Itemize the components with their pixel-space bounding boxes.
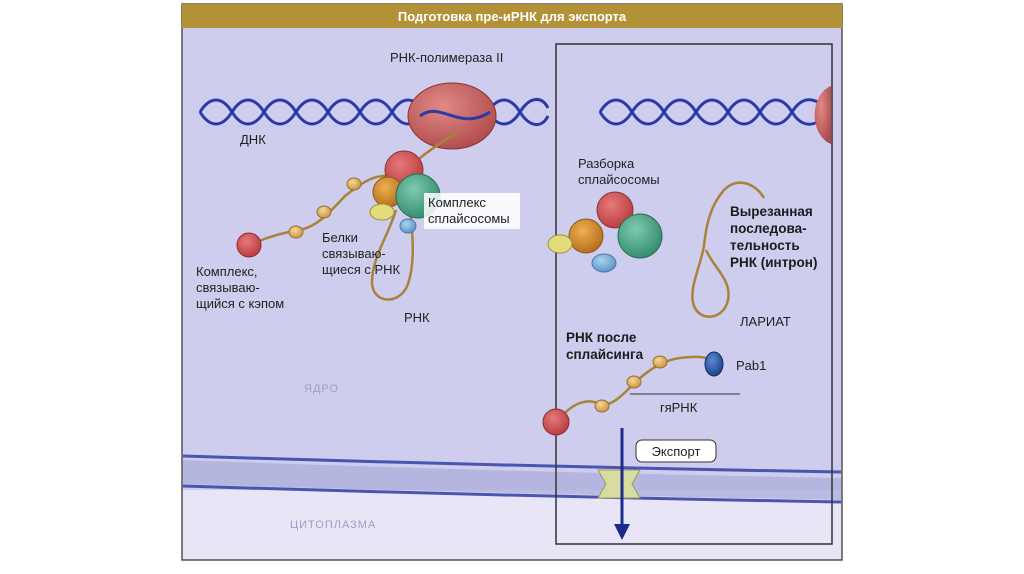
rna-binding-proteins-label: Белки связываю- щиеся с РНК [322,230,401,277]
polymerase-label: РНК-полимераза II [390,50,503,65]
rna-binding-beads-left [288,177,362,239]
pab1-label: Pab1 [736,358,766,373]
excised-sequence-label: Вырезанная последова- тельность РНК (инт… [730,204,817,270]
polymerase-right-edge [814,86,831,144]
nuclear-envelope-band [183,460,841,500]
cap-complex-label: Комплекс, связываю- щийся с кэпом [196,264,284,311]
spliced-mrna-strand [559,355,717,419]
spliceosome-disassembly-label: Разборка сплайсосомы [578,156,660,187]
cap-binding-complex-right [542,408,570,436]
spliceosome-label-bg [424,193,520,229]
spliced-rna-label: РНК после сплайсинга [566,330,644,362]
intron-lariat [691,181,766,318]
title-bar [182,4,842,28]
spliceosome-complex-label: Комплекс сплайсосомы [428,195,510,226]
export-label: Экспорт [652,444,701,459]
dna-through-polymerase [419,109,491,121]
cap-binding-complex [236,232,262,258]
pab1-protein [704,351,724,377]
nucleus-label: ЯДРО [304,383,339,395]
rna-binding-beads-right [594,355,668,413]
nuclear-envelope-inner [182,484,842,504]
lariat-label: ЛАРИАТ [740,314,791,329]
dna-helix-right [598,98,830,126]
cytoplasm-label: ЦИТОПЛАЗМА [290,519,376,531]
spliceosome-disassembly [547,191,663,273]
figure-title: Подготовка пре-иРНК для экспорта [398,9,627,24]
export-arrow-head [614,524,630,540]
inset-panel [555,43,833,545]
cytoplasm-region [183,490,841,559]
dna-label: ДНК [240,132,266,147]
mrna-label: гяРНК [660,400,698,415]
nuclear-pore [597,469,641,499]
rna-label: РНК [404,310,430,325]
rna-loop [370,205,415,301]
export-label-box [635,439,717,463]
nuclear-envelope-outer [182,454,842,474]
